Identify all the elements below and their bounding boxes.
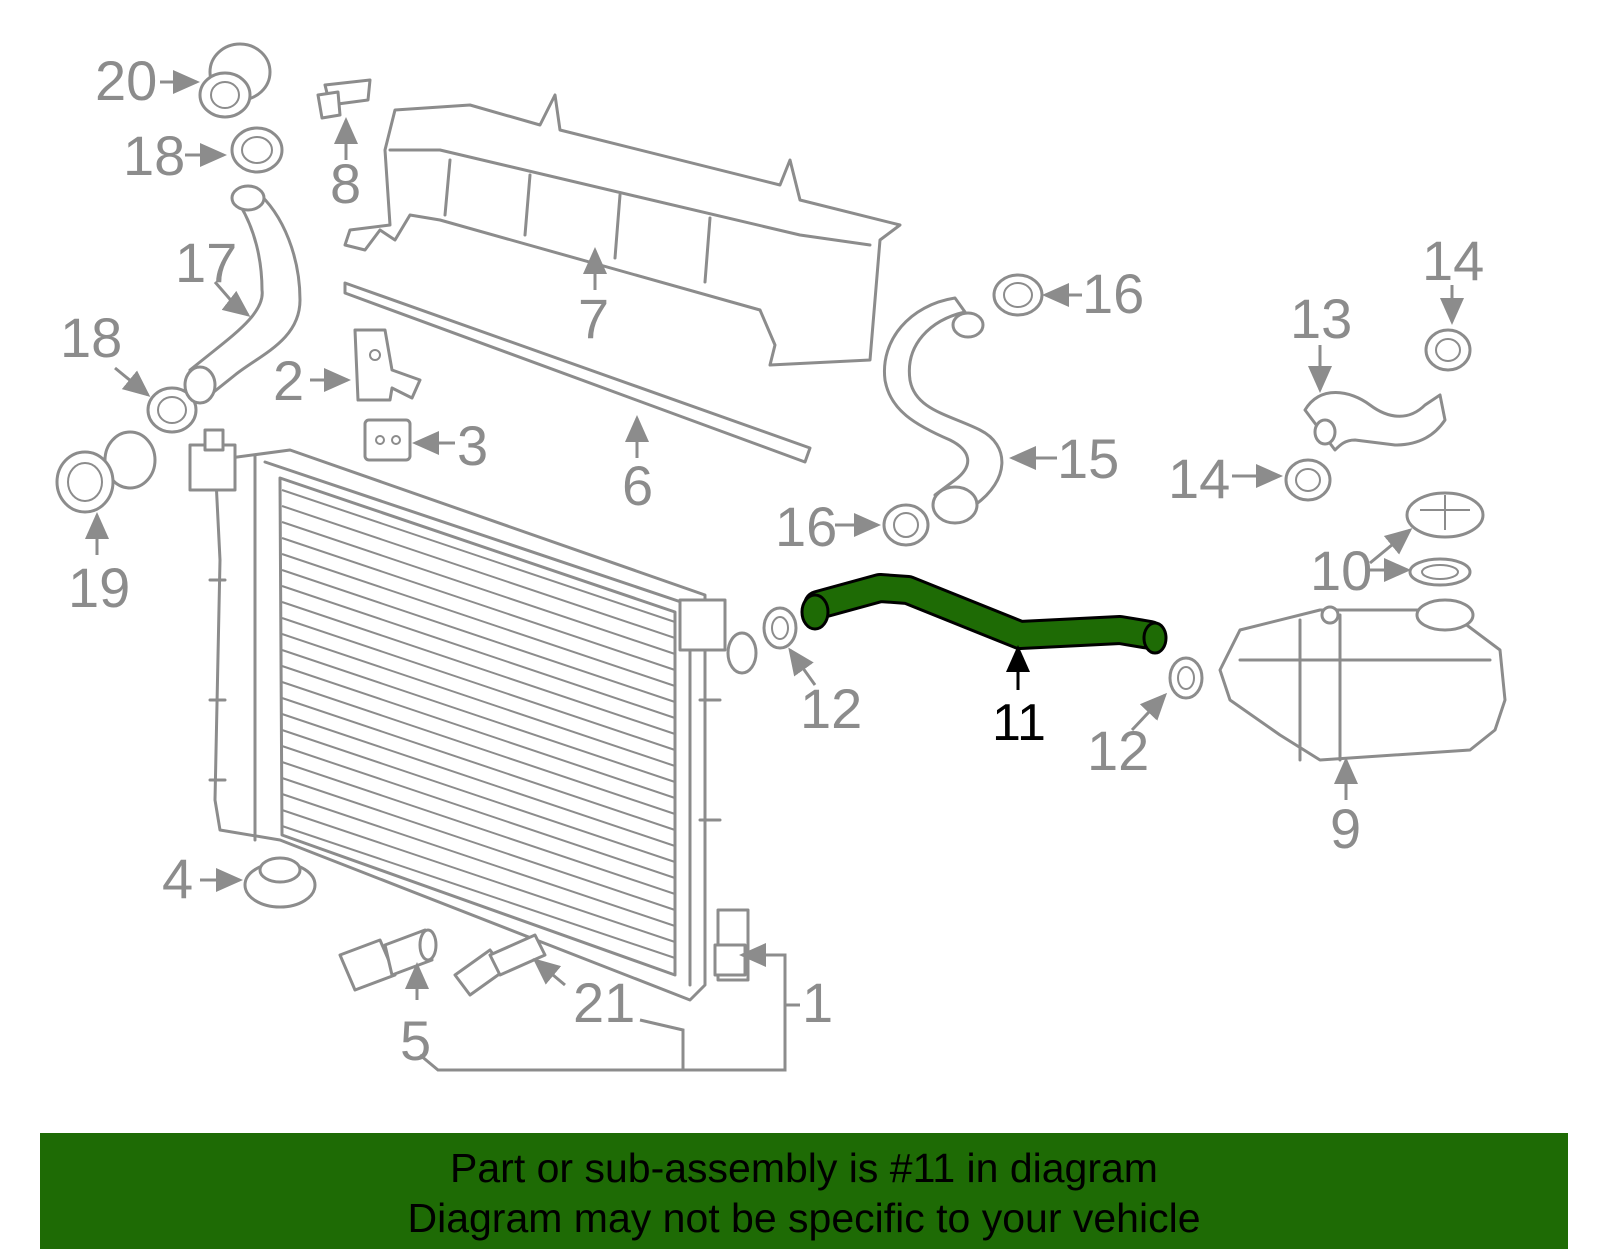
outlet-part-19 [55, 430, 157, 514]
banner-line-2: Diagram may not be specific to your vehi… [407, 1195, 1201, 1241]
cap-part-10 [1405, 491, 1485, 539]
reservoir-part-9 [1218, 598, 1507, 762]
clamp-part-16-upper [992, 273, 1044, 317]
radiator-fin [281, 681, 676, 815]
radiator-fin [281, 793, 676, 927]
radiator-fin [281, 489, 676, 623]
radiator-fin [281, 601, 676, 735]
radiator-fin [281, 713, 676, 847]
radiator-fin [281, 761, 676, 895]
callout-19: 19 [68, 556, 130, 619]
info-banner: Part or sub-assembly is #11 in diagram D… [40, 1133, 1568, 1249]
leader-lines [85, 70, 1464, 1072]
radiator-fins [281, 489, 676, 959]
callout-labels: 20 18 8 17 7 18 2 3 6 19 4 21 1 5 16 16 … [60, 49, 1484, 1072]
seal-part-6 [343, 281, 812, 464]
mount-part-4 [243, 856, 317, 909]
radiator-fin [281, 697, 676, 831]
callout-18-lower: 18 [60, 306, 122, 369]
radiator-fin [281, 745, 676, 879]
clamp-part-12-left [762, 606, 798, 650]
bracket-part-2 [353, 328, 422, 402]
radiator-fin [281, 553, 676, 687]
clamp-part-18-lower [146, 386, 198, 434]
hose-part-13 [1303, 391, 1447, 452]
callout-7: 7 [578, 287, 609, 350]
clamp-part-14-lower [1284, 458, 1332, 502]
clamp-part-12-right [1168, 656, 1204, 700]
callout-20: 20 [95, 49, 157, 112]
banner-line-1: Part or sub-assembly is #11 in diagram [450, 1145, 1158, 1191]
callout-5: 5 [400, 1009, 431, 1072]
sensor-part-21 [453, 933, 547, 997]
radiator-fin [281, 521, 676, 655]
isolator-part-3 [363, 418, 412, 462]
callout-11: 11 [992, 694, 1046, 752]
callout-8: 8 [330, 152, 361, 215]
radiator-fin [281, 777, 676, 911]
hose-part-17 [183, 184, 302, 405]
clamp-part-14-upper [1424, 328, 1472, 372]
callout-13: 13 [1290, 287, 1352, 350]
callout-15: 15 [1057, 427, 1119, 490]
radiator-fin [281, 665, 676, 799]
radiator-fin [281, 585, 676, 719]
air-deflector-part-7 [343, 93, 902, 367]
callout-16-upper: 16 [1082, 262, 1144, 325]
callout-12-left: 12 [800, 677, 862, 740]
fitting-part-20 [198, 42, 272, 119]
radiator-part-1 [188, 428, 758, 1002]
callout-18-upper: 18 [123, 124, 185, 187]
callout-10: 10 [1310, 539, 1372, 602]
radiator-fin [281, 633, 676, 767]
hose-part-11-highlighted[interactable] [800, 573, 1168, 655]
radiator-fin [281, 537, 676, 671]
radiator-fin [281, 569, 676, 703]
callout-14-lower: 14 [1168, 447, 1230, 510]
radiator-fin [281, 729, 676, 863]
callout-9: 9 [1330, 797, 1361, 860]
callout-21: 21 [573, 971, 635, 1034]
callout-2: 2 [273, 349, 304, 412]
push-pin-part-8 [316, 78, 372, 120]
radiator-fin [281, 809, 676, 943]
radiator-fin [281, 617, 676, 751]
clamp-part-16-lower [882, 503, 930, 547]
drain-plug-part-5 [338, 928, 438, 992]
hose-part-15 [882, 296, 1004, 525]
callout-17: 17 [175, 231, 237, 294]
clamp-part-18-upper [230, 126, 284, 174]
radiator-fin [281, 505, 676, 639]
callout-16-lower: 16 [775, 495, 837, 558]
callout-12-right: 12 [1087, 719, 1149, 782]
callout-14-upper: 14 [1422, 229, 1484, 292]
callout-6: 6 [622, 454, 653, 517]
callout-3: 3 [457, 414, 488, 477]
seal-part-10 [1408, 557, 1472, 587]
callout-4: 4 [162, 847, 193, 910]
radiator-fin [281, 825, 676, 959]
callout-1: 1 [802, 971, 833, 1034]
radiator-fin [281, 649, 676, 783]
